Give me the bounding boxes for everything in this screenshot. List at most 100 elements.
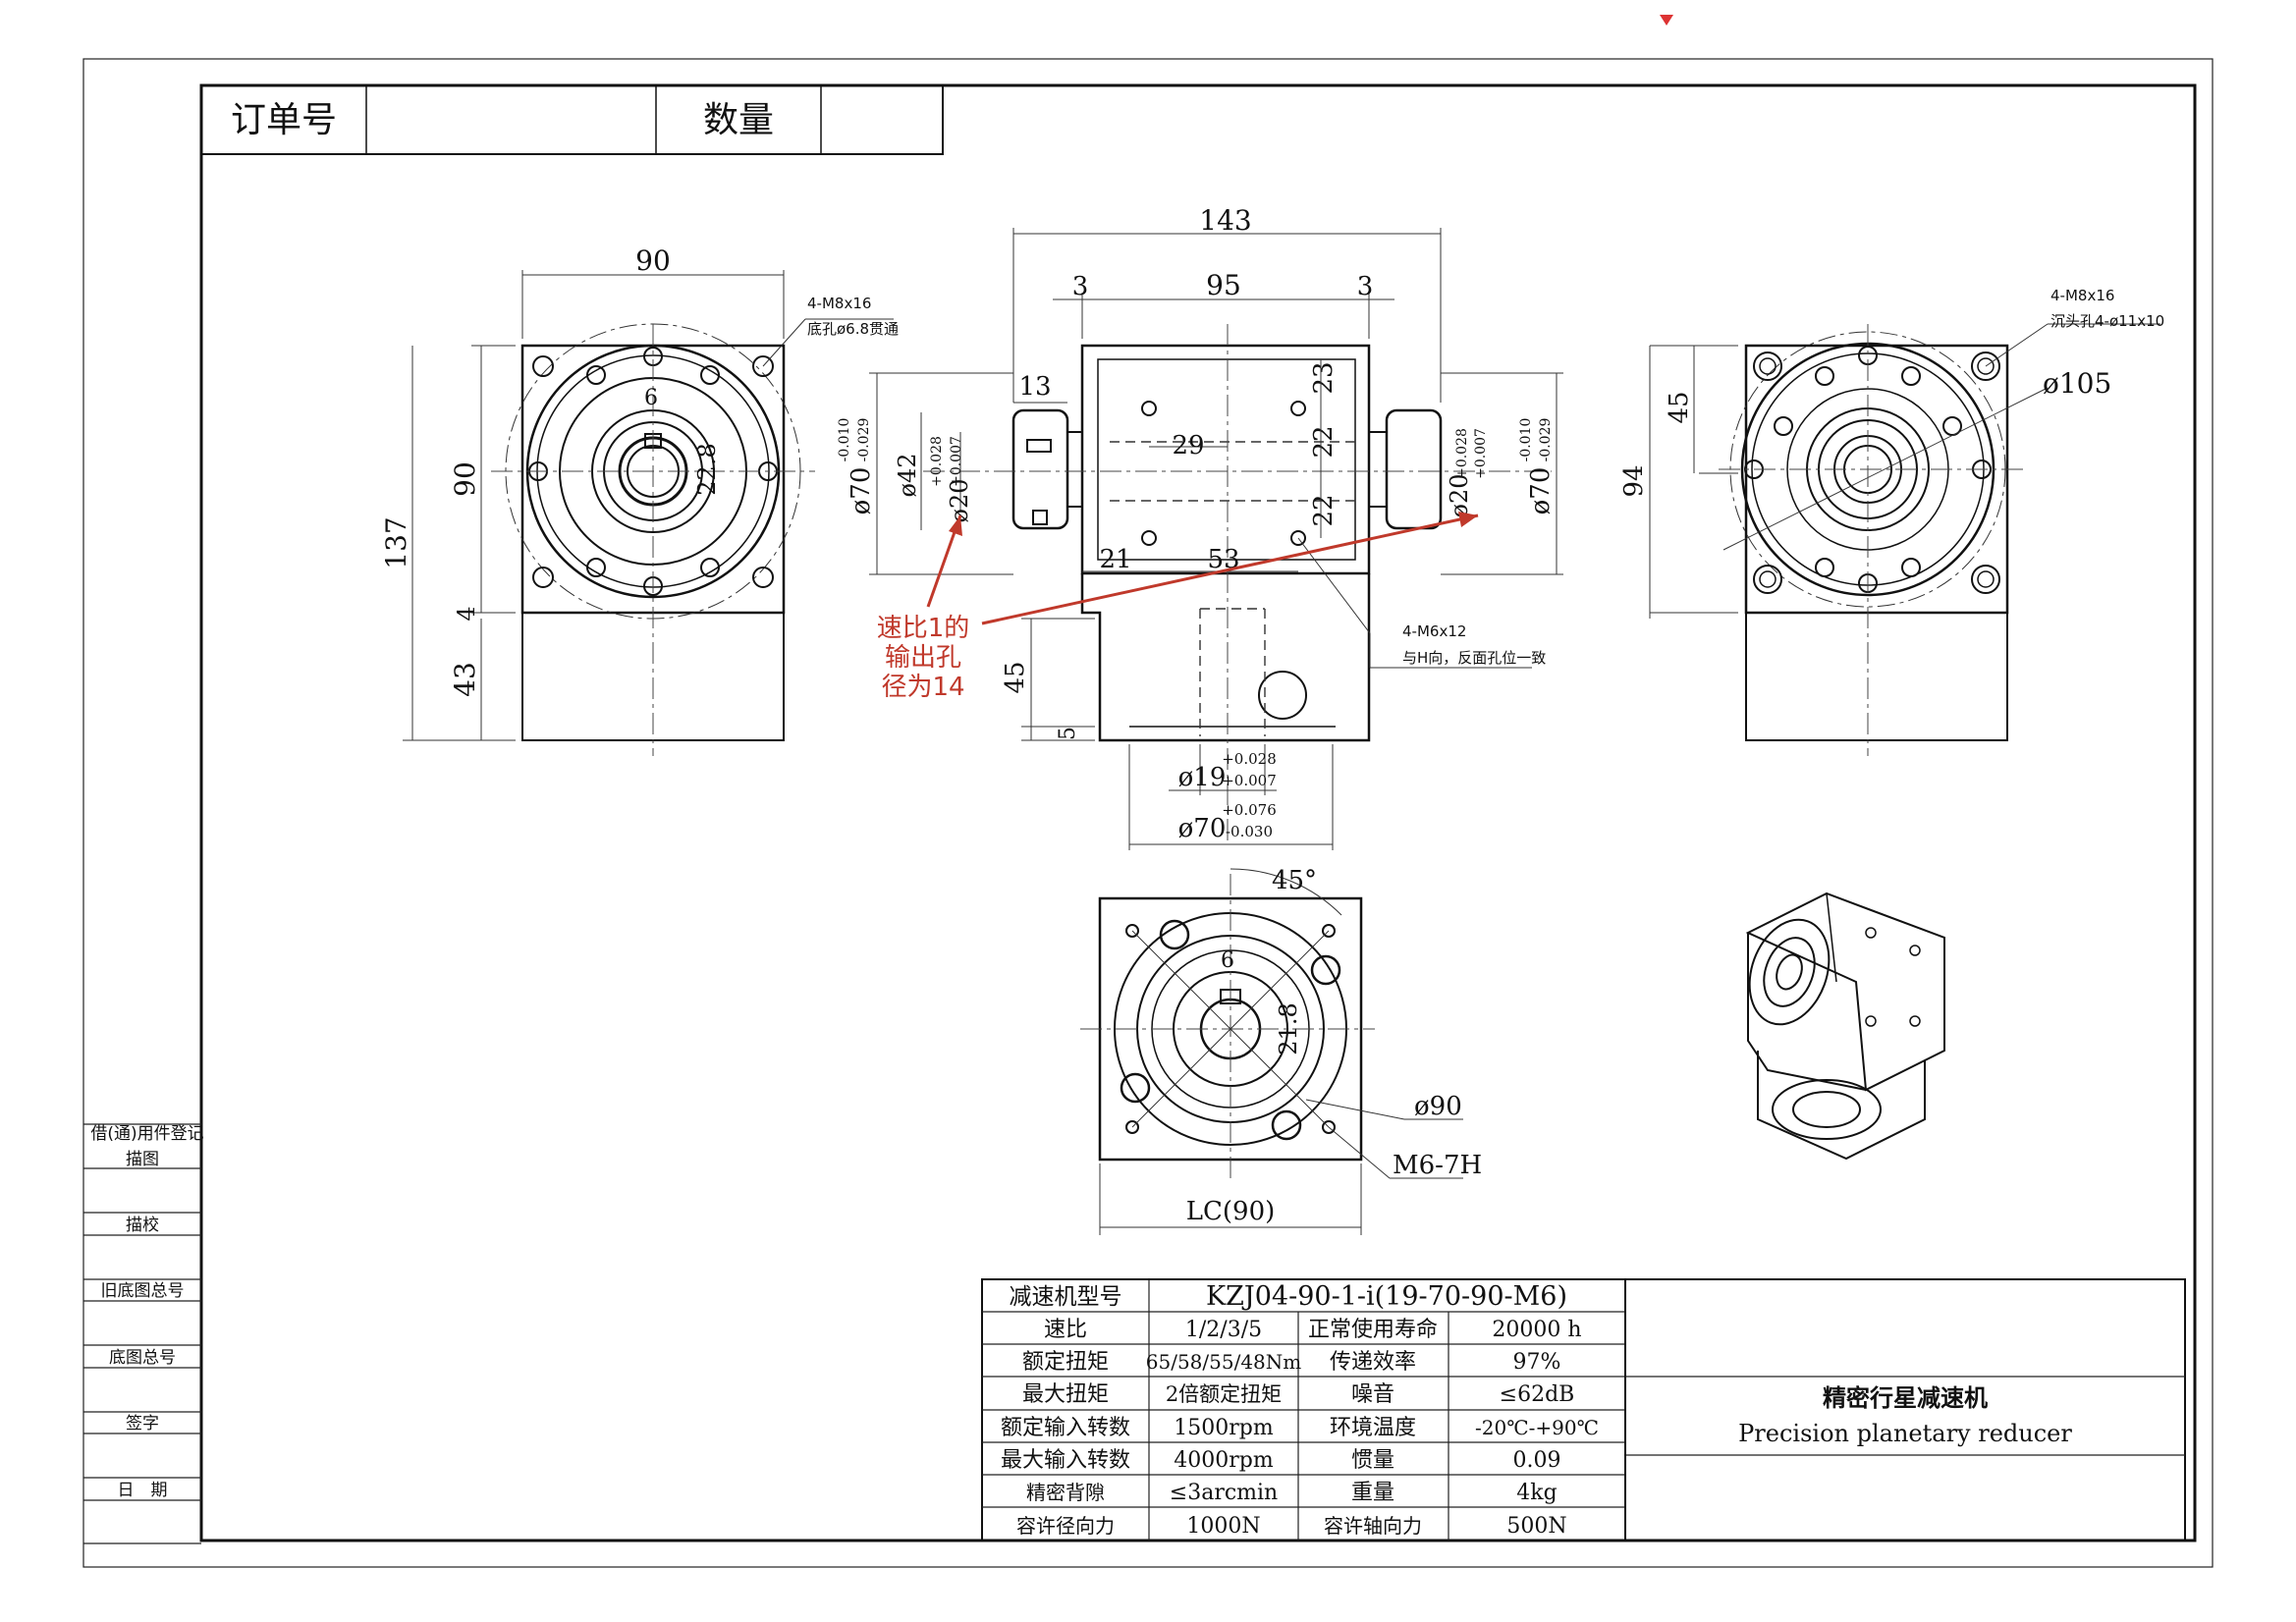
tol-70b-up: +0.076 — [1222, 801, 1277, 819]
phi90: ø90 — [1414, 1092, 1462, 1121]
bottom-view: 45° 6 21.8 ø90 M6-7H LC(90) — [1080, 866, 1482, 1235]
strip-item: 借(通)用件登记 — [90, 1124, 203, 1144]
spec-value: ≤62dB — [1500, 1382, 1575, 1407]
front-view: 90 90 137 4 43 6 22.8 4-M8x16 底孔ø6.8贯通 — [380, 244, 899, 756]
tol-20-up: +0.028 — [929, 436, 945, 487]
phi70-left: ø70 — [847, 467, 876, 515]
spec-value: 0.09 — [1513, 1448, 1561, 1473]
phi105: ø105 — [2043, 367, 2111, 400]
spec-key: 环境温度 — [1330, 1416, 1416, 1440]
note-m6: 4-M6x12 — [1402, 622, 1466, 640]
note-hole: 底孔ø6.8贯通 — [807, 320, 899, 338]
annotation-line2: 输出孔 — [885, 643, 961, 673]
dim-keyway: 22.8 — [693, 443, 721, 495]
tol-19-up: +0.028 — [1222, 750, 1277, 768]
tol-19-dn: +0.007 — [1222, 772, 1277, 789]
dim-21: 21 — [1099, 545, 1131, 574]
strip-item: 签字 — [126, 1414, 159, 1433]
spec-value: -20℃-+90℃ — [1475, 1416, 1599, 1439]
tol-20-dn: +0.007 — [949, 436, 964, 487]
dim-base: 43 — [449, 662, 481, 697]
spec-key: 额定输入转数 — [1001, 1416, 1130, 1440]
note-m6b: 与H向，反面孔位一致 — [1402, 649, 1546, 667]
phi42: ø42 — [894, 454, 921, 498]
phi20-right: ø20 — [1446, 474, 1473, 518]
strip-item: 描图 — [126, 1150, 159, 1169]
side-view: 143 3 95 3 13 23 22 22 29 21 53 45 5 ø70… — [837, 204, 1563, 850]
tol-70b-dn: -0.030 — [1226, 823, 1273, 840]
tol-70r-up: -0.010 — [1518, 418, 1534, 462]
note-bolt: 4-M8x16 — [807, 295, 871, 312]
outer-border — [82, 58, 2214, 1568]
phi70-right: ø70 — [1526, 467, 1556, 515]
model-label: 减速机型号 — [1010, 1284, 1122, 1310]
strip-item: 日 期 — [118, 1481, 168, 1500]
dim-width: 90 — [635, 244, 671, 277]
dim-key-bottom: 6 — [1221, 948, 1234, 973]
tol-70-up: -0.010 — [837, 418, 852, 462]
spec-key: 速比 — [1044, 1318, 1087, 1342]
spec-key: 正常使用寿命 — [1308, 1318, 1438, 1342]
spec-key: 容许径向力 — [1016, 1514, 1115, 1538]
spec-key: 额定扭矩 — [1022, 1350, 1109, 1375]
strip-item: 旧底图总号 — [101, 1281, 185, 1301]
spec-key: 最大扭矩 — [1022, 1382, 1109, 1407]
spec-value: 500N — [1506, 1514, 1566, 1539]
spec-key: 重量 — [1351, 1481, 1394, 1505]
note-bolt-right: 4-M8x16 — [2050, 287, 2114, 304]
strip-item: 底图总号 — [109, 1348, 176, 1368]
spec-key: 惯量 — [1351, 1448, 1394, 1473]
side-strip: 借(通)用件登记 描图 描校 旧底图总号 底图总号 签字 日 期 — [83, 1123, 204, 1544]
dim-45: 45 — [1001, 661, 1030, 693]
annotation-line1: 速比1的 — [877, 614, 970, 643]
dim-lc: LC(90) — [1186, 1197, 1276, 1226]
dim-23: 23 — [1309, 361, 1339, 394]
order-header: 订单号 数量 — [200, 84, 944, 155]
dim-height: 90 — [449, 461, 481, 497]
spec-key: 容许轴向力 — [1324, 1514, 1422, 1538]
spec-value: 1/2/3/5 — [1185, 1318, 1262, 1342]
spec-value: 65/58/55/48Nm — [1146, 1350, 1302, 1374]
dim-keyway-bottom: 21.8 — [1275, 1002, 1302, 1054]
dim-22a: 22 — [1309, 425, 1339, 458]
dim-22b: 22 — [1309, 494, 1339, 526]
ratio-annotation: 速比1的 输出孔 径为14 — [877, 512, 1479, 702]
tol-70-dn: -0.029 — [856, 418, 872, 462]
dim-45-right: 45 — [1665, 391, 1694, 423]
strip-item: 描校 — [126, 1216, 159, 1235]
phi70-bottom: ø70 — [1178, 814, 1227, 843]
spec-key: 传递效率 — [1330, 1350, 1416, 1375]
title-block: 精密行星减速机 Precision planetary reducer — [1624, 1278, 2186, 1541]
annotation-line3: 径为14 — [881, 673, 964, 702]
marker-icon — [1660, 15, 1673, 26]
spec-value: 1000N — [1186, 1514, 1260, 1539]
dim-13: 13 — [1018, 372, 1051, 402]
spec-key: 噪音 — [1351, 1382, 1394, 1407]
title-cn: 精密行星减速机 — [1823, 1384, 1988, 1412]
tol-20r-up: +0.028 — [1454, 428, 1470, 479]
spec-value: 4000rpm — [1174, 1448, 1274, 1473]
thread-m6: M6-7H — [1393, 1151, 1482, 1180]
phi19: ø19 — [1178, 763, 1227, 792]
spec-key: 精密背隙 — [1026, 1481, 1105, 1504]
qty-label: 数量 — [703, 100, 774, 140]
dim-94: 94 — [1619, 464, 1649, 497]
spec-key: 最大输入转数 — [1001, 1448, 1130, 1473]
iso-view — [1745, 892, 1945, 1161]
dim-gap: 4 — [453, 606, 480, 621]
spec-value: 2倍额定扭矩 — [1166, 1382, 1282, 1406]
model-value: KZJ04-90-1-i(19-70-90-M6) — [1206, 1281, 1567, 1312]
note-counterbore: 沉头孔4-ø11x10 — [2050, 312, 2164, 330]
dim-total: 137 — [380, 516, 412, 568]
dim-total-length: 143 — [1199, 204, 1251, 237]
tol-70r-dn: -0.029 — [1538, 418, 1554, 462]
tol-20r-dn: +0.007 — [1473, 428, 1489, 479]
dim-29: 29 — [1172, 431, 1204, 460]
spec-value: 1500rpm — [1174, 1416, 1274, 1440]
dim-5: 5 — [1056, 727, 1080, 740]
right-view: ø105 4-M8x16 沉头孔4-ø11x10 45 94 — [1619, 287, 2164, 756]
dim-right: 3 — [1357, 272, 1374, 301]
spec-table: 减速机型号 KZJ04-90-1-i(19-70-90-M6) 速比 1/2/3… — [981, 1278, 1626, 1541]
spec-value: ≤3arcmin — [1170, 1481, 1278, 1505]
